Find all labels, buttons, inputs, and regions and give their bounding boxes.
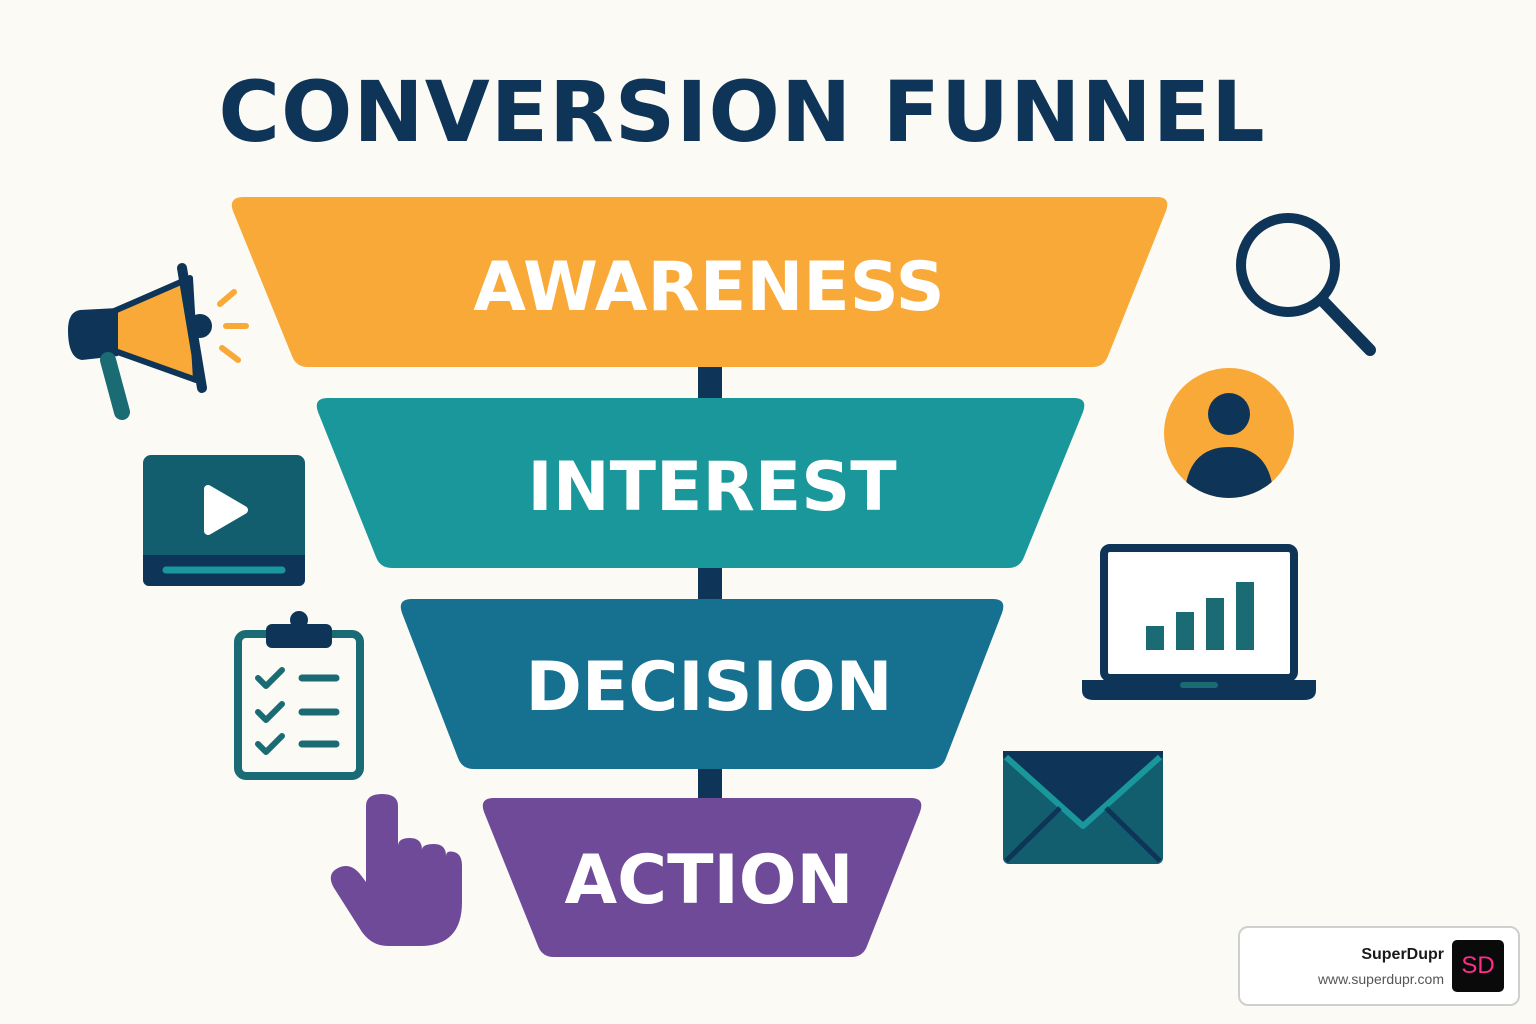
- laptop-chart-icon: [1082, 544, 1316, 700]
- envelope-icon: [1003, 751, 1163, 864]
- stage-shape: [482, 798, 922, 957]
- pointing-hand-icon: [330, 794, 462, 946]
- stage-label: ACTION: [565, 841, 854, 920]
- brand-url: www.superdupr.com: [1317, 971, 1444, 987]
- video-play-icon: [143, 455, 305, 586]
- funnel-stage-decision: DECISION: [400, 599, 1004, 769]
- funnel-stage-awareness: AWARENESS: [231, 197, 1168, 367]
- funnel-connector: [698, 566, 722, 602]
- funnel-stage-action: ACTION: [482, 798, 922, 957]
- stage-label: AWARENESS: [473, 248, 944, 327]
- stage-shape: [316, 398, 1085, 568]
- brand-badge[interactable]: SuperDupr www.superdupr.com SD: [1238, 926, 1520, 1006]
- megaphone-icon: [68, 263, 249, 420]
- stage-label: DECISION: [525, 648, 892, 727]
- search-icon: [1236, 213, 1376, 356]
- stage-shape: [231, 197, 1168, 367]
- brand-name: SuperDupr: [1361, 946, 1444, 963]
- page-title: CONVERSION FUNNEL: [218, 63, 1266, 161]
- funnel-stage-interest: INTEREST: [316, 398, 1085, 568]
- checklist-clipboard-icon: [234, 611, 364, 780]
- funnel-connector: [698, 366, 722, 400]
- stage-shape: [400, 599, 1004, 769]
- user-avatar-icon: [1164, 368, 1294, 498]
- brand-logo: SD: [1452, 940, 1504, 992]
- funnel-connector: [698, 766, 722, 800]
- stage-label: INTEREST: [527, 448, 897, 527]
